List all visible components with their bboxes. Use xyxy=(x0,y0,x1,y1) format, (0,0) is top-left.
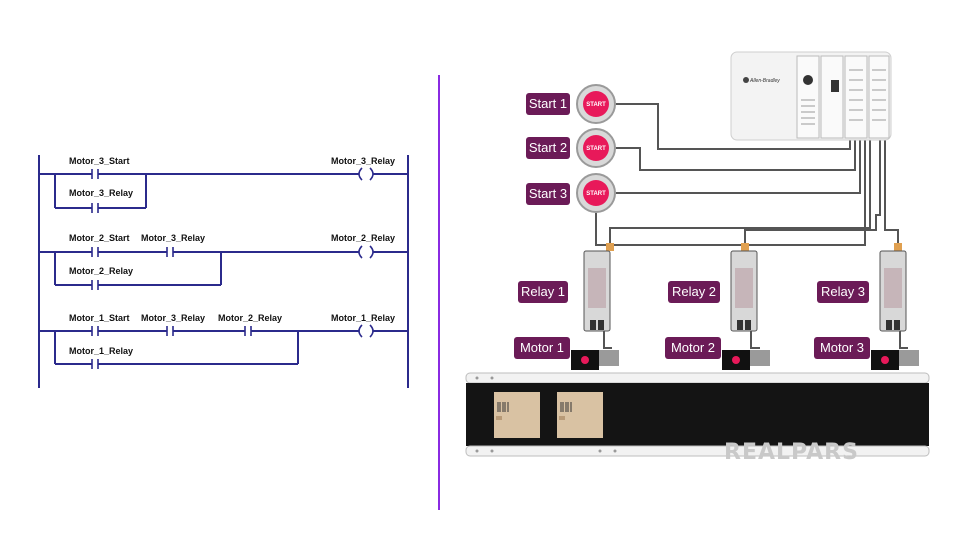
start-2-tag: Start 2 xyxy=(526,137,570,159)
contact-label: Motor_2_Relay xyxy=(218,313,282,323)
motor-1-tag: Motor 1 xyxy=(514,337,570,359)
relay-2 xyxy=(730,243,758,332)
contact-label: Motor_1_Start xyxy=(69,313,130,323)
ladder-diagram xyxy=(38,155,409,388)
branch-label: Motor_1_Relay xyxy=(69,346,133,356)
box-1 xyxy=(494,392,540,438)
motor-2 xyxy=(722,350,770,370)
start-button-3[interactable]: START xyxy=(576,173,616,213)
contact-label: Motor_3_Start xyxy=(69,156,130,166)
branch-label: Motor_3_Relay xyxy=(69,188,133,198)
rung-1 xyxy=(39,173,408,209)
conveyor xyxy=(465,372,930,457)
coil-label: Motor_1_Relay xyxy=(331,313,395,323)
button-text: START xyxy=(586,146,606,152)
rung-3 xyxy=(39,330,408,365)
motor-1 xyxy=(571,350,619,370)
realpars-logo: REALPARS xyxy=(724,440,859,465)
relay-3-tag: Relay 3 xyxy=(817,281,869,303)
plc-rack: Allen-Bradley xyxy=(730,51,892,141)
wiring xyxy=(595,103,899,247)
button-text: START xyxy=(586,191,606,197)
branch-label: Motor_2_Relay xyxy=(69,266,133,276)
relay-1 xyxy=(583,243,614,332)
button-text: START xyxy=(586,102,606,108)
motor-3 xyxy=(871,350,919,370)
start-1-tag: Start 1 xyxy=(526,93,570,115)
start-button-2[interactable]: START xyxy=(576,128,616,168)
contact-label: Motor_3_Relay xyxy=(141,313,205,323)
motor-3-tag: Motor 3 xyxy=(814,337,870,359)
coil-label: Motor_3_Relay xyxy=(331,156,395,166)
ladder-labels: Motor_3_Start Motor_3_Relay Motor_3_Rela… xyxy=(69,156,395,356)
relay-3 xyxy=(879,243,907,332)
coil-symbols xyxy=(358,167,374,338)
box-2 xyxy=(557,392,603,438)
motor-2-tag: Motor 2 xyxy=(665,337,721,359)
contact-symbols xyxy=(91,169,252,369)
contact-label: Motor_2_Start xyxy=(69,233,130,243)
start-button-1[interactable]: START xyxy=(576,84,616,124)
relay-2-tag: Relay 2 xyxy=(668,281,720,303)
start-3-tag: Start 3 xyxy=(526,183,570,205)
plc-brand-label: Allen-Bradley xyxy=(749,78,780,84)
rung-2 xyxy=(39,251,408,286)
relay-1-tag: Relay 1 xyxy=(518,281,568,303)
coil-label: Motor_2_Relay xyxy=(331,233,395,243)
contact-label: Motor_3_Relay xyxy=(141,233,205,243)
relay-motor-wiring xyxy=(603,331,908,349)
